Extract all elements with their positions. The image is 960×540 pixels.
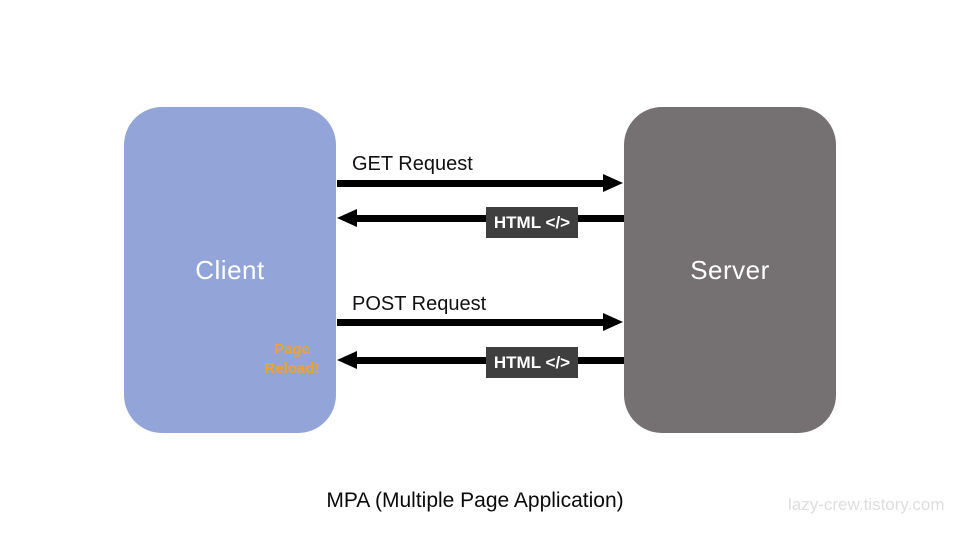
post-request-arrow-shaft — [337, 319, 605, 326]
get-request-arrow-shaft — [337, 180, 605, 187]
client-node-label: Client — [195, 254, 265, 285]
page-reload-note-line1: Page — [274, 341, 310, 358]
server-node-label: Server — [690, 254, 770, 285]
html-response-badge-top: HTML </> — [486, 207, 578, 238]
arrow-right-icon — [603, 174, 623, 192]
client-node: Client — [124, 107, 336, 433]
arrow-left-icon — [337, 351, 357, 369]
arrow-right-icon — [603, 313, 623, 331]
diagram-caption: MPA (Multiple Page Application) — [326, 489, 624, 512]
page-reload-note: Page Reload! — [248, 340, 336, 378]
watermark-text: lazy-crew.tistory.com — [788, 495, 945, 514]
html-response-badge-bottom: HTML </> — [486, 347, 578, 378]
arrow-left-icon — [337, 209, 357, 227]
get-request-label: GET Request — [352, 153, 473, 175]
server-node: Server — [624, 107, 836, 433]
post-request-label: POST Request — [352, 293, 487, 315]
page-reload-note-line2: Reload! — [264, 360, 320, 377]
